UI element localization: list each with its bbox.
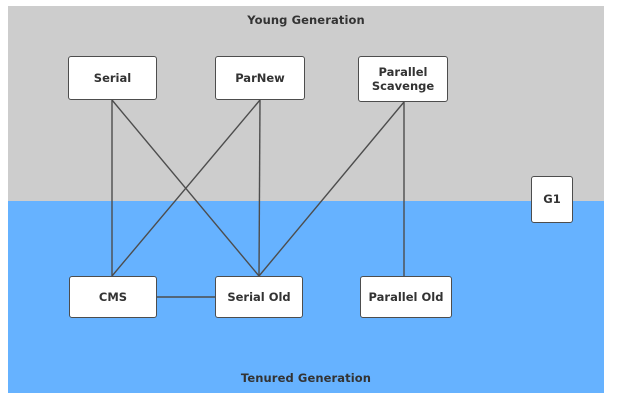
node-label-g1: G1 <box>543 192 561 207</box>
node-serial[interactable]: Serial <box>68 56 157 100</box>
node-parnew[interactable]: ParNew <box>215 56 305 100</box>
young-generation-label: Young Generation <box>247 13 365 27</box>
node-label-serial: Serial <box>93 70 132 85</box>
node-g1[interactable]: G1 <box>531 176 573 223</box>
tenured-generation-label: Tenured Generation <box>240 371 372 385</box>
node-label-parallel-old: Parallel Old <box>368 289 444 304</box>
node-label-parallel-scavenge: Parallel Scavenge <box>371 64 435 93</box>
node-parallel-scavenge[interactable]: Parallel Scavenge <box>358 56 448 102</box>
node-serial-old[interactable]: Serial Old <box>215 276 303 318</box>
node-label-cms: CMS <box>98 289 128 304</box>
node-parallel-old[interactable]: Parallel Old <box>360 276 452 318</box>
node-cms[interactable]: CMS <box>69 276 157 318</box>
young-generation-region: Young Generation <box>8 6 604 201</box>
node-label-serial-old: Serial Old <box>227 289 291 304</box>
node-label-parnew: ParNew <box>235 70 285 85</box>
